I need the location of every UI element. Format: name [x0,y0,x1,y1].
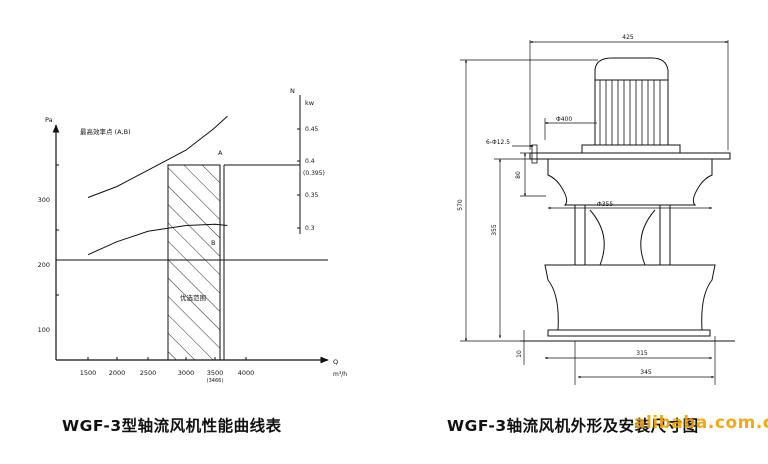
duct-profile [589,209,656,266]
power-axis-letter: N [290,87,295,95]
watermark: alibaba.com.cn [634,413,768,433]
dim-base: 10 [516,350,523,358]
x-tick-label-3000: 3000 [178,369,195,377]
region-label: 优选范围 [180,293,206,302]
x-tick-label-3500: 3500 [207,369,224,377]
dim-upper-height: 80 [515,171,522,179]
power-tick-1: 0.4 [305,158,315,165]
dim-motor-dia: Φ400 [556,116,572,123]
x-tick-label-1500: 1500 [80,369,97,377]
x-tick-sub-label: (3466) [207,378,224,384]
fan-outline-drawing [520,57,735,342]
upper-housing [547,158,713,206]
pressure-curve-b [87,223,228,256]
power-tick-3: 0.35 [305,192,319,199]
point-a-label: A [218,149,223,157]
dim-duct-dia: Φ355 [597,201,613,208]
motor-body [594,79,669,146]
performance-chart-caption: WGF-3型轴流风机性能曲线表 [62,417,282,435]
y-tick-marks [56,164,59,296]
top-flange [529,152,731,160]
x-unit-label: m³/h [333,371,347,378]
performance-chart [52,95,329,364]
dimension-lines [460,40,729,385]
x-tick-label-2000: 2000 [109,369,126,377]
dim-lower-height: 355 [491,224,498,236]
dimension-labels: 425 570 Φ400 6-Φ12.5 80 Φ355 355 10 315 … [457,34,652,376]
dim-total-height: 570 [457,199,464,211]
dim-top-width: 425 [622,34,634,41]
outline-drawing-caption: WGF-3轴流风机外形及安装尺寸图 [447,417,699,435]
power-tick-2: (0.395) [303,170,325,177]
pressure-curve-a [87,115,228,198]
preferred-range-region [167,164,221,361]
motor-fins [599,80,661,145]
lower-housing [544,264,716,331]
power-tick-4: 0.3 [305,225,315,232]
dim-flange-hole: 6-Φ12.5 [486,139,510,146]
best-point-label: 最高效率点 (A,B) [80,127,131,136]
power-tick-0: 0.45 [305,126,319,133]
y-tick-label-300: 300 [38,196,50,204]
point-b-label: B [211,239,215,247]
x-axis-letter: Q [333,358,338,366]
y-unit-label: Pa [45,116,53,124]
x-tick-label-4000: 4000 [238,369,255,377]
motor-top [594,57,669,81]
dim-half-base: 315 [636,350,648,357]
x-tick-label-2500: 2500 [140,369,157,377]
performance-chart-labels: Pa Q m³/h 最高效率点 (A,B) A B 优选范围 N kw 0.45… [38,87,348,384]
power-axis-ticks [297,128,300,229]
y-tick-label-200: 200 [38,261,50,269]
flange-bolt [531,144,538,164]
base-plate [547,329,711,337]
inner-duct [574,205,671,265]
x-tick-marks [87,357,247,360]
dim-base-width: 345 [640,369,652,376]
power-unit-label: kw [305,99,315,107]
y-tick-label-100: 100 [38,326,50,334]
motor-mount [581,144,681,154]
